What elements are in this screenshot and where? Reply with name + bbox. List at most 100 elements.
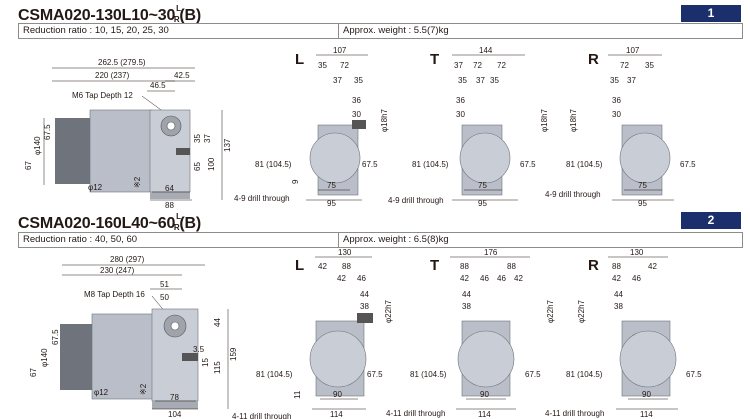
dim-left: 81 (104.5) — [256, 370, 293, 379]
view-letter: R — [588, 51, 599, 68]
dim-bottom: 114 — [478, 410, 491, 419]
dim-top: 46 — [497, 274, 506, 283]
dim-bottom: 75 — [478, 181, 487, 190]
dim-bottom: 90 — [642, 390, 651, 399]
dim-top: 37 — [476, 76, 485, 85]
view-letter: T — [430, 257, 439, 274]
drawing-area-2: 280 (297) 230 (247) 51 50 M8 Tap Depth 1… — [29, 249, 702, 419]
shaft-dia: φ22h7 — [384, 299, 393, 323]
dim-flange-dia: φ140 — [33, 136, 42, 155]
dim-left: 81 (104.5) — [566, 370, 603, 379]
view-letter: R — [588, 257, 599, 274]
dim-top: 30 — [612, 110, 621, 119]
dim-top: 35 — [458, 76, 467, 85]
dim-top: 130 — [630, 249, 644, 257]
drill-label: 4-9 drill through — [388, 196, 444, 205]
drill-label: 4-11 drill through — [545, 409, 604, 418]
dim-bottom: 95 — [478, 199, 487, 208]
dim-bottom: 114 — [330, 410, 343, 419]
dim-top: 36 — [352, 96, 361, 105]
dim-top: 37 — [454, 61, 463, 70]
dim-top: 46 — [357, 274, 366, 283]
end-view-R: R 130 88 42 42 46 44 38 φ22h7 81 (104.5)… — [545, 249, 702, 419]
dim-115: 115 — [213, 361, 222, 374]
dim-side: 11 — [293, 390, 302, 399]
dim-right: 67.5 — [520, 160, 536, 169]
dim-left: 81 (104.5) — [410, 370, 447, 379]
spec-row: Reduction ratio : 40, 50, 60 Approx. wei… — [18, 232, 743, 248]
dim-top: 42 — [648, 262, 657, 271]
dim-top: 38 — [462, 302, 471, 311]
dim-top: 88 — [612, 262, 621, 271]
view-letter: T — [430, 51, 439, 68]
dim-overall-length: 262.5 (279.5) — [98, 58, 146, 67]
dim-67-5: 67.5 — [43, 124, 52, 140]
shaft-dia: φ22h7 — [577, 299, 586, 323]
dim-top: 72 — [340, 61, 349, 70]
dim-100: 100 — [207, 157, 216, 171]
dim-3-5: 3.5 — [193, 345, 205, 354]
dim-67-5: 67.5 — [51, 329, 60, 345]
dim-top: 42 — [514, 274, 523, 283]
model-title: CSMA020-160L40~60LR(B) — [18, 212, 202, 232]
model-number-badge: 1 — [681, 5, 741, 22]
shaft-dia: φ18h7 — [540, 108, 549, 132]
dim-right: 67.5 — [367, 370, 383, 379]
dim-base-78: 78 — [170, 393, 179, 402]
dim-bottom: 95 — [638, 199, 647, 208]
dim-hole-dia: φ12 — [88, 183, 103, 192]
dim-top: 107 — [626, 46, 640, 55]
dim-left: 81 (104.5) — [255, 160, 292, 169]
dim-hole-dia: φ12 — [94, 388, 109, 397]
dim-top: 44 — [614, 290, 623, 299]
dim-flange-dia: φ140 — [40, 348, 49, 367]
dim-top: 42 — [318, 262, 327, 271]
dim-top: 46 — [480, 274, 489, 283]
dim-top: 36 — [456, 96, 465, 105]
dim-65: 65 — [193, 162, 202, 171]
dim-67: 67 — [29, 368, 38, 377]
drill-label: 4-9 drill through — [545, 190, 601, 199]
dim-top: 37 — [627, 76, 636, 85]
dim-left: 81 (104.5) — [412, 160, 449, 169]
dim-right: 67.5 — [686, 370, 702, 379]
reduction-ratio: Reduction ratio : 10, 15, 20, 25, 30 — [23, 25, 169, 36]
end-view-R: R 107 72 35 35 37 36 30 φ18h7 81 (104.5)… — [545, 46, 696, 208]
model-section-2: CSMA020-160L40~60LR(B) 2 Reduction ratio… — [0, 210, 750, 419]
dim-top: 35 — [318, 61, 327, 70]
dim-top: 72 — [473, 61, 482, 70]
spec-row: Reduction ratio : 10, 15, 20, 25, 30 App… — [18, 23, 743, 39]
dim-top: 176 — [484, 249, 498, 257]
approx-weight: Approx. weight : 6.5(8)kg — [343, 234, 449, 245]
dim-top: 72 — [497, 61, 506, 70]
dim-top: 44 — [462, 290, 471, 299]
dim-bottom: 90 — [333, 390, 342, 399]
dim-top: 37 — [333, 76, 342, 85]
model-number-badge: 2 — [681, 212, 741, 229]
shaft-dia: φ22h7 — [546, 299, 555, 323]
dim-base-88: 88 — [165, 201, 174, 210]
dim-159: 159 — [229, 347, 238, 361]
divider — [338, 24, 339, 38]
dim-top: 107 — [333, 46, 347, 55]
dim-tap-offset: 51 — [160, 280, 169, 289]
note-mark: ※2 — [133, 176, 142, 188]
dim-top: 144 — [479, 46, 493, 55]
divider — [338, 233, 339, 247]
dim-44: 44 — [213, 318, 222, 327]
side-view-drawing: 262.5 (279.5) 220 (237) 42.5 46.5 M6 Tap… — [24, 58, 232, 210]
dim-top: 36 — [612, 96, 621, 105]
end-view-L: L 107 35 72 37 35 36 30 φ18h7 81 (104.5)… — [234, 46, 389, 208]
shaft-dia: φ18h7 — [569, 108, 578, 132]
dim-top: 30 — [352, 110, 361, 119]
dim-bottom: 114 — [640, 410, 653, 419]
approx-weight: Approx. weight : 5.5(7)kg — [343, 25, 449, 36]
dim-top: 44 — [360, 290, 369, 299]
dim-tap-offset: 46.5 — [150, 81, 166, 90]
dim-top: 88 — [342, 262, 351, 271]
dim-top: 35 — [354, 76, 363, 85]
dim-shaft-end: 50 — [160, 293, 169, 302]
dim-top: 42 — [337, 274, 346, 283]
dim-top: 46 — [632, 274, 641, 283]
dim-15: 15 — [201, 358, 210, 367]
